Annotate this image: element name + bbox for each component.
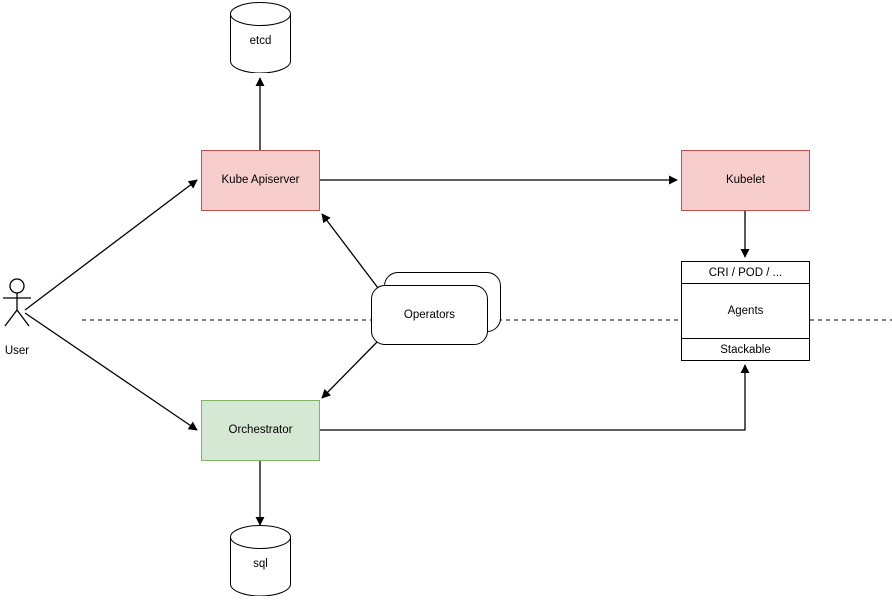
edge-operators-to-apiserver	[321, 213, 379, 289]
operators-label: Operators	[403, 309, 456, 321]
sql-label: sql	[253, 558, 268, 570]
edge-user-to-apiserver	[24, 179, 198, 311]
kubelet-node[interactable]: Kubelet	[681, 150, 810, 211]
agents-node[interactable]: CRI / POD / ... Agents Stackable	[681, 261, 810, 361]
operators-card-front[interactable]: Operators	[371, 285, 488, 345]
user-actor-label: User	[4, 345, 30, 357]
edge-orchestrator-to-stackable	[320, 364, 750, 431]
edge-user-to-orchestrator	[24, 312, 198, 431]
orchestrator-label: Orchestrator	[228, 423, 293, 436]
etcd-cylinder: etcd	[230, 2, 291, 73]
user-actor-icon[interactable]	[2, 278, 32, 328]
sql-cylinder: sql	[230, 525, 291, 596]
agents-stackable-row[interactable]: Stackable	[682, 338, 809, 360]
agents-cri-pod-row[interactable]: CRI / POD / ...	[682, 262, 809, 284]
kube-apiserver-node[interactable]: Kube Apiserver	[201, 150, 320, 211]
kube-apiserver-label: Kube Apiserver	[221, 173, 300, 186]
edge-operators-to-orchestrator	[321, 340, 379, 399]
agents-main-label: Agents	[727, 305, 764, 317]
agents-stackable-label: Stackable	[720, 343, 771, 356]
orchestrator-node[interactable]: Orchestrator	[201, 400, 320, 461]
etcd-label: etcd	[249, 35, 272, 47]
agents-main-row[interactable]: Agents	[682, 284, 809, 338]
kubelet-label: Kubelet	[725, 173, 765, 186]
operators-node[interactable]: Operators	[371, 272, 501, 345]
agents-cri-pod-label: CRI / POD / ...	[708, 266, 783, 279]
